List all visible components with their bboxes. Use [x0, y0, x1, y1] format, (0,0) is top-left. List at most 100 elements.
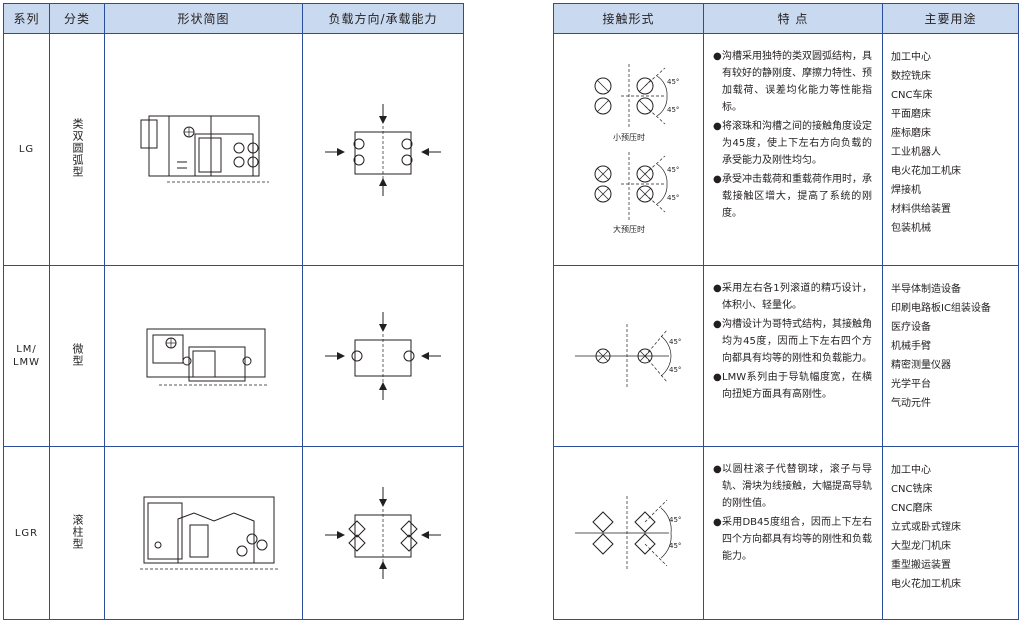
usage-item: 加工中心: [891, 52, 931, 63]
usage-item: 光学平台: [891, 379, 931, 390]
usage-item: 机械手臂: [891, 341, 931, 352]
shape-diagram-cell: [104, 33, 303, 266]
usage-item: 电火花加工机床: [891, 166, 961, 177]
class-cell: 类双圆弧型: [49, 33, 105, 266]
load-direction-cell: [302, 446, 464, 620]
angle-label: 45°: [667, 194, 679, 202]
usage-item: 重型搬运装置: [891, 560, 951, 571]
usage-item: 平面磨床: [891, 109, 931, 120]
feature-item: ●承受冲击载荷和重载荷作用时，承载接触区增大，提高了系统的刚度。: [713, 171, 872, 222]
features-cell: ●采用左右各1列滚道的精巧设计，体积小、轻量化。 ●沟槽设计为哥特式结构，其接触…: [703, 265, 883, 447]
header-load-direction: 负载方向/承载能力: [302, 3, 464, 34]
load-direction-cell: [302, 265, 464, 447]
usage-item: 焊接机: [891, 185, 921, 196]
feature-item: ●沟槽设计为哥特式结构，其接触角均为45度，因而上下左右四个方向都具有均等的刚性…: [713, 316, 872, 367]
angle-label: 45°: [669, 366, 681, 374]
contact-diagram-cell: 45° 45° 小预压时 45° 45° 大预压时: [553, 33, 704, 266]
series-cell: LGR: [3, 446, 50, 620]
usage-item: 电火花加工机床: [891, 579, 961, 590]
feature-item: ●沟槽采用独特的类双圆弧结构，具有较好的静刚度、摩擦力特性、预加载荷、误差均化能…: [713, 48, 872, 116]
class-label: 滚柱型: [71, 513, 84, 550]
class-label: 类双圆弧型: [71, 118, 84, 178]
load-direction-diagram: [325, 312, 441, 400]
angle-label: 45°: [669, 516, 681, 524]
contact-diagram-lg: 45° 45° 小预压时 45° 45° 大预压时: [594, 63, 679, 234]
header-contact-type: 接触形式: [553, 3, 704, 34]
feature-text: LMW系列由于导轨幅度宽，在横向扭矩方面具有高刚性。: [722, 372, 872, 400]
class-label: 微型: [71, 342, 84, 367]
bullet-icon: ●: [713, 174, 722, 185]
usage-item: CNC磨床: [891, 503, 933, 514]
features-cell: ●以圆柱滚子代替钢球，滚子与导轨、滑块为线接触，大幅提高导轨的刚性值。 ●采用D…: [703, 446, 883, 620]
usage-item: 包装机械: [891, 223, 931, 234]
class-cell: 滚柱型: [49, 446, 105, 620]
angle-label: 45°: [669, 338, 681, 346]
features-cell: ●沟槽采用独特的类双圆弧结构，具有较好的静刚度、摩擦力特性、预加载荷、误差均化能…: [703, 33, 883, 266]
usage-cell: 半导体制造设备 印刷电路板IC组装设备 医疗设备 机械手臂 精密测量仪器 光学平…: [882, 265, 1019, 447]
bullet-icon: ●: [713, 51, 722, 62]
usage-item: CNC车床: [891, 90, 933, 101]
table-row: LG 类双圆弧型: [3, 33, 464, 266]
shape-diagram-cell: [104, 265, 303, 447]
header-series: 系列: [3, 3, 50, 34]
bullet-icon: ●: [713, 517, 722, 528]
table-row: LM/ LMW 微型: [3, 265, 464, 447]
usage-item: 立式或卧式镗床: [891, 522, 961, 533]
angle-label: 45°: [667, 166, 679, 174]
usage-item: 精密测量仪器: [891, 360, 951, 371]
feature-text: 承受冲击载荷和重载荷作用时，承载接触区增大，提高了系统的刚度。: [722, 174, 872, 219]
table-row: 45° 45° 小预压时 45° 45° 大预压时 ●沟槽采用独特的类双圆弧结构…: [553, 33, 1019, 266]
contact-caption: 大预压时: [613, 224, 645, 234]
series-code: LM/ LMW: [12, 344, 41, 368]
header-shape: 形状简图: [104, 3, 303, 34]
features-table: 接触形式 特 点 主要用途 45° 45° 小预压时: [553, 3, 1019, 620]
usage-item: 加工中心: [891, 465, 931, 476]
contact-diagram-lm: 45° 45°: [574, 324, 681, 388]
shape-diagram-cell: [104, 446, 303, 620]
usage-item: 材料供给装置: [891, 204, 951, 215]
header-main-uses: 主要用途: [882, 3, 1019, 34]
bullet-icon: ●: [713, 319, 722, 330]
bullet-icon: ●: [713, 283, 722, 294]
series-table-header: 系列 分类 形状简图 负载方向/承载能力: [3, 3, 464, 34]
feature-item: ●将滚珠和沟槽之间的接触角度设定为45度，使上下左右方向负载的承受能力及刚性均匀…: [713, 118, 872, 169]
load-direction-cell: [302, 33, 464, 266]
usage-item: 印刷电路板IC组装设备: [891, 303, 991, 314]
feature-item: ●LMW系列由于导轨幅度宽，在横向扭矩方面具有高刚性。: [713, 369, 872, 403]
header-class: 分类: [49, 3, 105, 34]
usage-item: 大型龙门机床: [891, 541, 951, 552]
feature-text: 采用DB45度组合，因而上下左右四个方向都具有均等的刚性和负载能力。: [722, 517, 872, 562]
header-features: 特 点: [703, 3, 883, 34]
usage-cell: 加工中心 CNC铣床 CNC磨床 立式或卧式镗床 大型龙门机床 重型搬运装置 电…: [882, 446, 1019, 620]
angle-label: 45°: [667, 106, 679, 114]
class-cell: 微型: [49, 265, 105, 447]
series-code: LGR: [14, 527, 39, 539]
contact-diagram-lgr: 45° 45°: [574, 496, 681, 570]
table-row: LGR 滚柱型: [3, 446, 464, 620]
contact-diagram-cell: 45° 45°: [553, 265, 704, 447]
usage-item: 医疗设备: [891, 322, 931, 333]
angle-label: 45°: [667, 78, 679, 86]
usage-item: 半导体制造设备: [891, 284, 961, 295]
usage-item: 气动元件: [891, 398, 931, 409]
lm-cross-section-diagram: [146, 328, 269, 386]
contact-caption: 小预压时: [613, 132, 645, 142]
feature-text: 将滚珠和沟槽之间的接触角度设定为45度，使上下左右方向负载的承受能力及刚性均匀。: [722, 121, 872, 166]
feature-text: 沟槽设计为哥特式结构，其接触角均为45度，因而上下左右四个方向都具有均等的刚性和…: [722, 319, 872, 364]
feature-text: 以圆柱滚子代替钢球，滚子与导轨、滑块为线接触，大幅提高导轨的刚性值。: [722, 464, 872, 509]
contact-diagram-cell: 45° 45°: [553, 446, 704, 620]
usage-item: 座标磨床: [891, 128, 931, 139]
series-table: 系列 分类 形状简图 负载方向/承载能力 LG 类双圆弧型: [3, 3, 464, 620]
usage-item: 数控铣床: [891, 71, 931, 82]
lg-cross-section-diagram: [140, 115, 269, 182]
feature-item: ●采用左右各1列滚道的精巧设计，体积小、轻量化。: [713, 280, 872, 314]
feature-text: 沟槽采用独特的类双圆弧结构，具有较好的静刚度、摩擦力特性、预加载荷、误差均化能力…: [722, 51, 872, 113]
table-row: 45° 45° ●以圆柱滚子代替钢球，滚子与导轨、滑块为线接触，大幅提高导轨的刚…: [553, 446, 1019, 620]
feature-text: 采用左右各1列滚道的精巧设计，体积小、轻量化。: [722, 283, 872, 311]
bullet-icon: ●: [713, 372, 722, 383]
series-cell: LM/ LMW: [3, 265, 50, 447]
series-code: LG: [18, 144, 35, 155]
angle-label: 45°: [669, 542, 681, 550]
usage-item: 工业机器人: [891, 147, 941, 158]
bullet-icon: ●: [713, 121, 722, 132]
